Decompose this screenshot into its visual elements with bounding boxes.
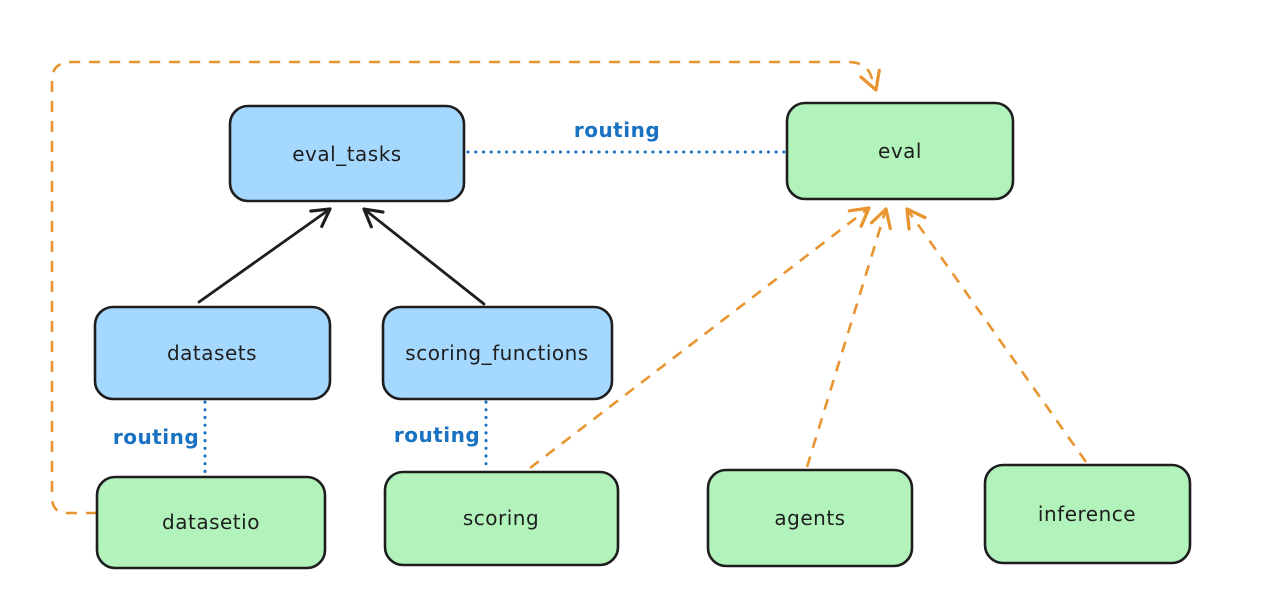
node-datasetio-label: datasetio bbox=[162, 510, 260, 534]
node-eval-tasks-box bbox=[228, 104, 466, 203]
node-inference: inference bbox=[983, 463, 1192, 565]
node-eval-box bbox=[785, 101, 1015, 201]
node-eval-tasks-label: eval_tasks bbox=[292, 142, 401, 166]
node-scoring-functions: scoring_functions bbox=[381, 305, 614, 401]
node-datasetio: datasetio bbox=[95, 475, 327, 570]
edge-label-routing-scoring: routing bbox=[394, 423, 480, 447]
node-inference-label: inference bbox=[1038, 502, 1136, 526]
node-agents-label: agents bbox=[774, 506, 845, 530]
node-agents: agents bbox=[706, 468, 914, 568]
edge-agents-to-eval bbox=[805, 207, 892, 468]
edge-label-routing-top: routing bbox=[574, 118, 660, 142]
edge-datasets-to-eval-tasks bbox=[197, 207, 332, 304]
edge-datasetio-to-eval bbox=[50, 60, 881, 515]
node-eval-tasks: eval_tasks bbox=[228, 104, 466, 203]
node-inference-box bbox=[983, 463, 1192, 565]
edge-label-routing-datasets: routing bbox=[113, 425, 199, 449]
node-eval-label: eval bbox=[878, 139, 922, 163]
node-scoring: scoring bbox=[383, 470, 620, 567]
node-scoring-functions-label: scoring_functions bbox=[405, 341, 588, 365]
node-datasets: datasets bbox=[93, 305, 332, 401]
node-eval: eval bbox=[785, 101, 1015, 201]
node-datasets-label: datasets bbox=[167, 341, 257, 365]
node-scoring-box bbox=[383, 470, 620, 567]
node-datasetio-box bbox=[95, 475, 327, 570]
node-scoring-functions-box bbox=[381, 305, 614, 401]
node-datasets-box bbox=[93, 305, 332, 401]
edge-scoring-functions-to-eval-tasks bbox=[362, 207, 486, 306]
node-agents-box bbox=[706, 468, 914, 568]
node-scoring-label: scoring bbox=[463, 506, 539, 530]
